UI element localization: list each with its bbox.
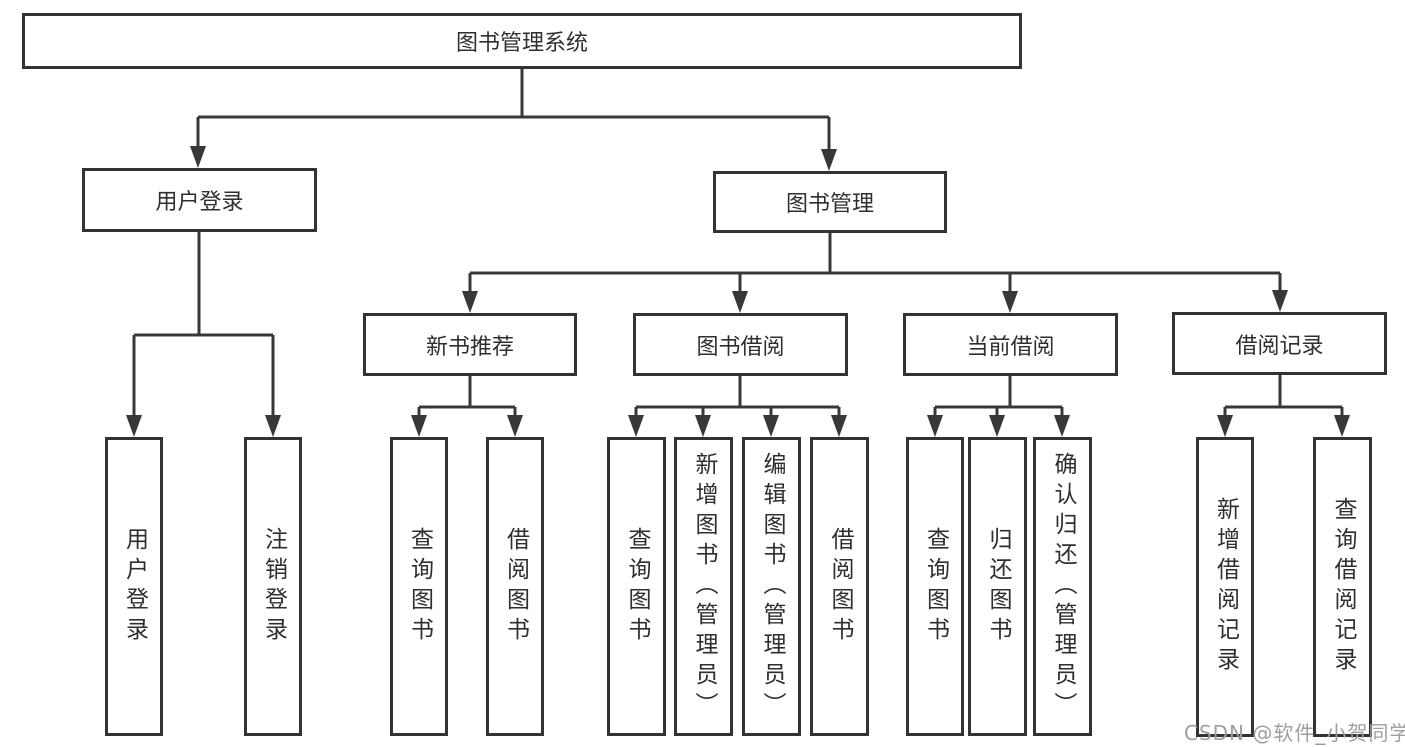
node-current-borrow: 当前借阅	[903, 313, 1118, 376]
node-user-login: 用户登录	[82, 168, 317, 232]
node-book-borrow: 图书借阅	[633, 313, 848, 376]
leaf-query-borrow-record: 查询借阅记录	[1313, 437, 1372, 737]
leaf-logout: 注销登录	[244, 437, 302, 736]
leaf-borrow-books: 借阅图书	[810, 437, 869, 736]
leaf-confirm-return-admin: 确认归还（管理员）	[1033, 437, 1092, 736]
node-book-management: 图书管理	[713, 171, 947, 233]
node-root-library-system: 图书管理系统	[22, 13, 1022, 69]
leaf-add-borrow-record: 新增借阅记录	[1196, 437, 1254, 737]
leaf-edit-books-admin: 编辑图书（管理员）	[742, 437, 801, 736]
leaf-add-books-admin: 新增图书（管理员）	[674, 437, 733, 736]
leaf-query-books-borrow: 查询图书	[607, 437, 666, 736]
csdn-watermark: CSDN @软件_小贺同学	[1184, 721, 1405, 745]
leaf-user-login: 用户登录	[105, 437, 163, 736]
node-borrow-records: 借阅记录	[1172, 312, 1387, 375]
leaf-query-books-recommend: 查询图书	[390, 437, 448, 736]
node-new-book-recommend: 新书推荐	[363, 313, 577, 376]
leaf-query-books-current: 查询图书	[906, 437, 964, 736]
leaf-return-books: 归还图书	[968, 437, 1027, 736]
leaf-borrow-books-recommend: 借阅图书	[486, 437, 544, 736]
